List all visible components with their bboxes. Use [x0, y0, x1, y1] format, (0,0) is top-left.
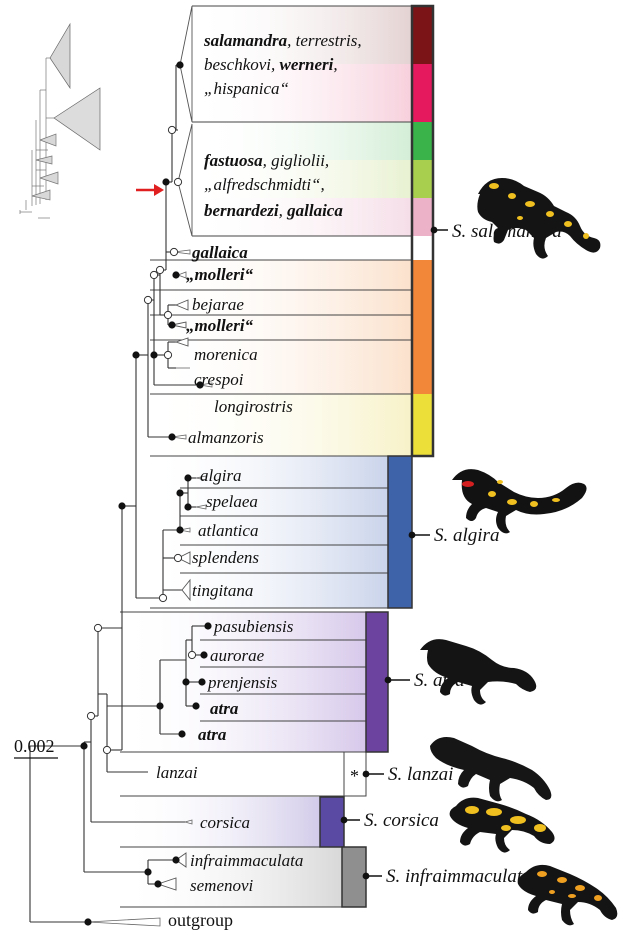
- tip-bernardezi: bernardezi: [204, 201, 279, 220]
- tip-almanzoris: almanzoris: [188, 428, 264, 447]
- bar-lime: [412, 160, 433, 198]
- salamander-corsica-image: [450, 798, 555, 853]
- bar-green: [412, 122, 433, 160]
- scale-bar-label: 0.002: [14, 736, 55, 756]
- svg-text:beschkovi, werneri,: beschkovi, werneri,: [204, 55, 338, 74]
- tip-tingitana: tingitana: [192, 581, 253, 600]
- salamander-infraimmaculata-image: [518, 865, 618, 925]
- tip-splendens: splendens: [192, 548, 259, 567]
- clade-label-corsica: S. corsica: [364, 810, 439, 831]
- tip-algira: algira: [200, 466, 242, 485]
- scale-bar: 0.002: [14, 736, 58, 758]
- bar-yellow: [412, 394, 433, 456]
- tip-spelaea: spelaea: [206, 492, 258, 511]
- tip-hispanica: „hispanica“: [204, 79, 289, 98]
- tip-molleri-1: „molleri“: [186, 265, 254, 284]
- tip-corsica: corsica: [200, 813, 250, 832]
- clade-label-lanzai: S. lanzai: [388, 764, 453, 785]
- clade-label-infraimmaculata: S. infraimmaculata: [386, 866, 532, 887]
- svg-text:fastuosa, gigliolii,: fastuosa, gigliolii,: [204, 151, 329, 170]
- tip-longirostris: longirostris: [214, 397, 293, 416]
- significance-asterisk: *: [350, 766, 359, 786]
- tip-molleri-2: „molleri“: [186, 316, 254, 335]
- salamander-algira-image: [452, 469, 587, 533]
- bar-atra: [366, 612, 388, 752]
- tip-semenovi: semenovi: [190, 876, 254, 895]
- tip-atra-1: atra: [210, 699, 239, 718]
- tip-atra-2: atra: [198, 725, 227, 744]
- clade-label-algira: S. algira: [434, 525, 499, 546]
- red-arrow-marker: [136, 184, 164, 196]
- tip-gallaica: gallaica: [191, 243, 248, 262]
- bar-rose: [412, 198, 433, 236]
- bar-corsica: [320, 797, 344, 847]
- tip-bejarae: bejarae: [192, 295, 244, 314]
- bar-infraimmaculata: [342, 847, 366, 907]
- bar-dark-red: [412, 6, 433, 64]
- bar-white: [412, 236, 433, 260]
- bar-algira: [388, 456, 412, 608]
- tip-fastuosa: fastuosa: [204, 151, 263, 170]
- tip-alfredschmidti: „alfredschmidti“,: [204, 175, 325, 194]
- tip-salamandra: salamandra: [203, 31, 288, 50]
- tip-aurorae: aurorae: [210, 646, 265, 665]
- tip-lanzai: lanzai: [156, 763, 198, 782]
- inset-overview-tree: [20, 24, 100, 218]
- tip-werneri: werneri: [280, 55, 334, 74]
- tip-gallaica-a: gallaica: [286, 201, 343, 220]
- tip-pasubiensis: pasubiensis: [213, 617, 294, 636]
- tip-crespoi: crespoi: [194, 370, 244, 389]
- bar-magenta: [412, 64, 433, 122]
- bg-gallaica: [150, 236, 412, 260]
- tip-outgroup: outgroup: [168, 910, 233, 930]
- svg-text:bernardezi, gallaica: bernardezi, gallaica: [204, 201, 343, 220]
- bar-orange: [412, 260, 433, 394]
- svg-text:salamandra, terrestris,: salamandra, terrestris,: [203, 31, 362, 50]
- salamander-salamandra-image: [477, 178, 600, 259]
- tip-infraimmaculata: infraimmaculata: [190, 851, 303, 870]
- tip-morenica: morenica: [194, 345, 258, 364]
- tip-atlantica: atlantica: [198, 521, 258, 540]
- tip-prenjensis: prenjensis: [207, 673, 278, 692]
- salamander-atra-image: [420, 639, 536, 704]
